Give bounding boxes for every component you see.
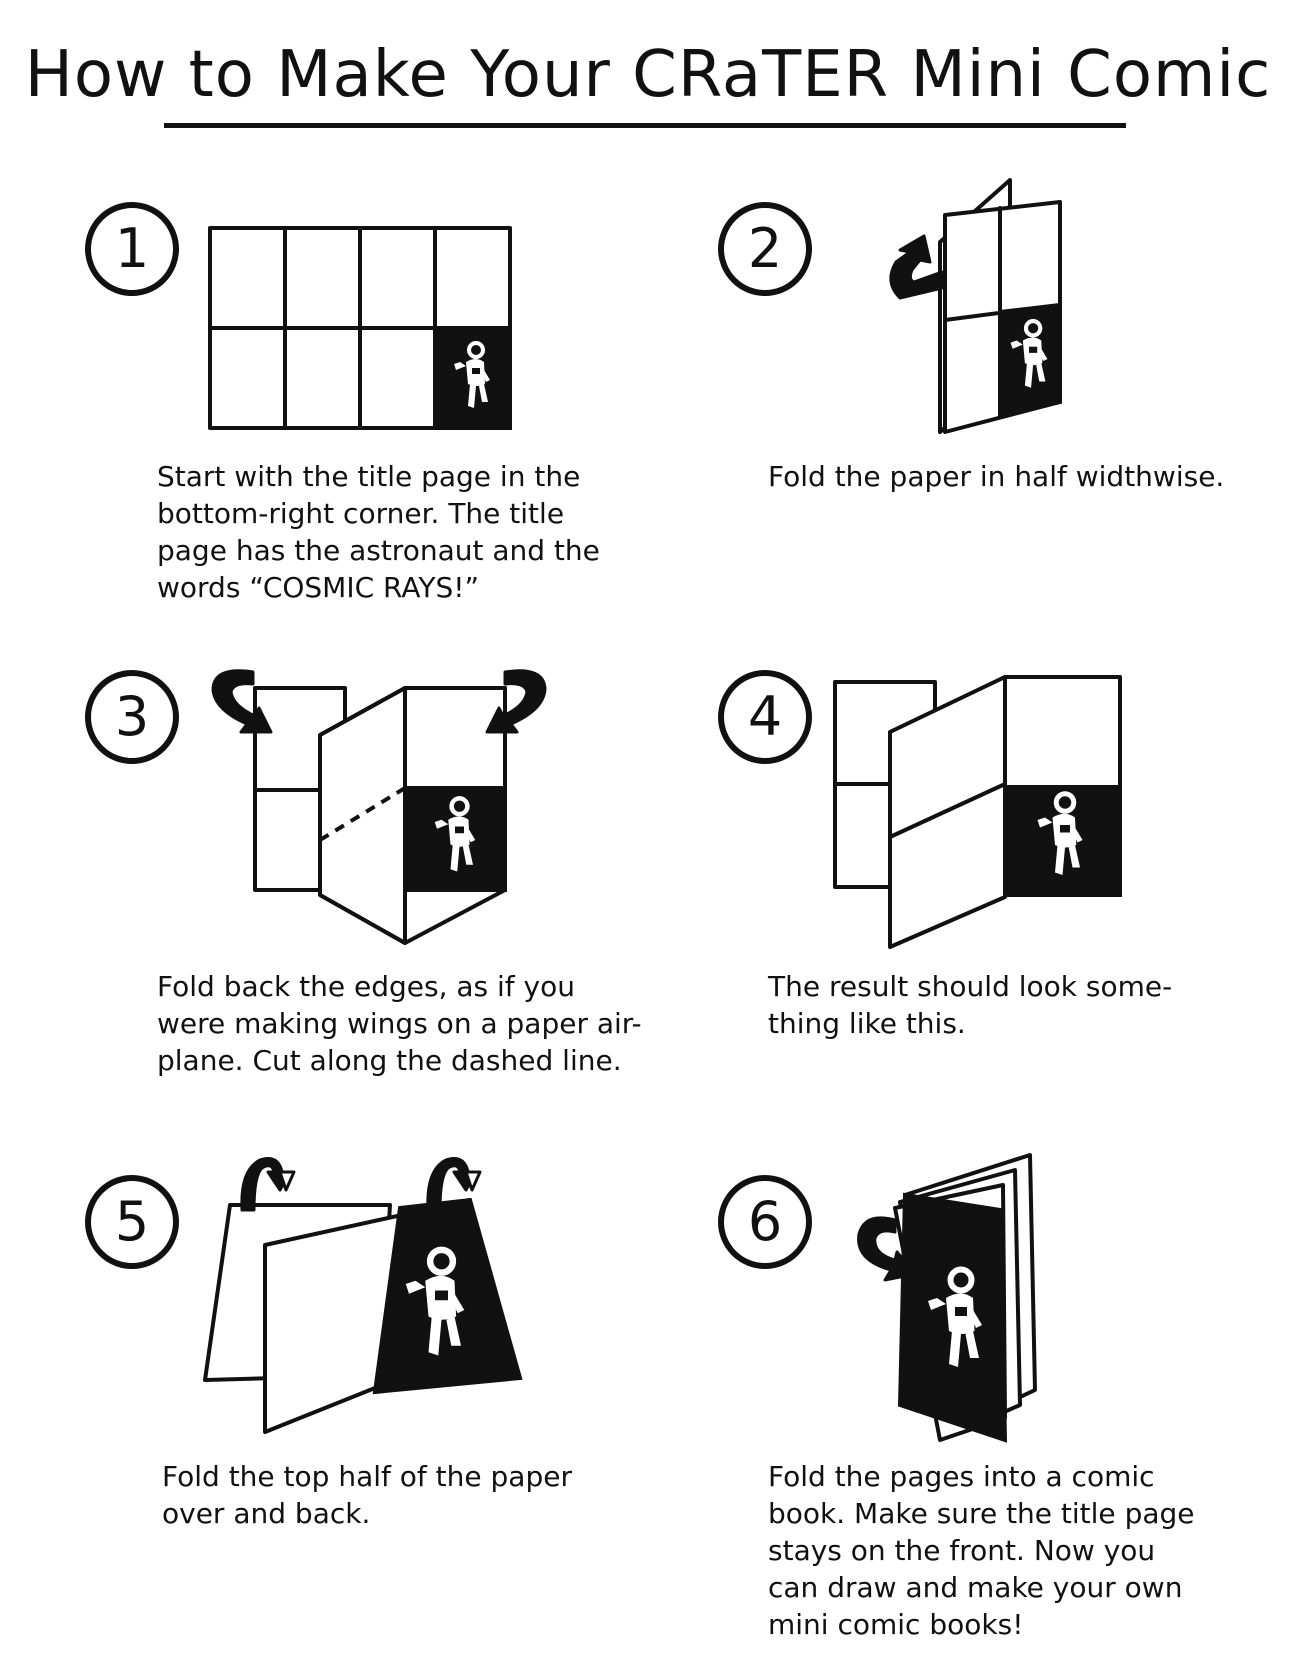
- step-2-illustration: [889, 178, 1062, 434]
- step-1-caption: Start with the title page in the bottom-…: [157, 460, 600, 604]
- step-1-illustration: [208, 226, 512, 430]
- step-4-illustration: [833, 675, 1122, 949]
- step-6-caption: Fold the pages into a comic book. Make s…: [768, 1460, 1195, 1641]
- step-4-caption: The result should look some- thing like …: [768, 970, 1173, 1040]
- curved-arrow-icon: [211, 669, 273, 734]
- curved-arrow-icon: [889, 234, 944, 300]
- step-2-number: 2: [718, 202, 812, 296]
- step-2-caption: Fold the paper in half widthwise.: [768, 460, 1225, 493]
- step-3-number: 3: [85, 670, 179, 764]
- step-4-number: 4: [718, 670, 812, 764]
- step-5-number: 5: [85, 1175, 179, 1269]
- curved-arrow-icon: [426, 1157, 478, 1212]
- curved-arrow-icon: [485, 669, 547, 734]
- step-3-illustration: [211, 669, 547, 945]
- step-1-number: 1: [85, 202, 179, 296]
- page-title: How to Make Your CRaTER Mini Comic: [24, 38, 1272, 112]
- step-5-illustration: [203, 1157, 523, 1434]
- step-6-number: 6: [718, 1175, 812, 1269]
- step-3-caption: Fold back the edges, as if you were maki…: [157, 970, 642, 1077]
- step-5-caption: Fold the top half of the paper over and …: [162, 1460, 572, 1530]
- curved-arrow-icon: [857, 1216, 917, 1282]
- step-6-illustration: [857, 1153, 1037, 1443]
- title-underline: [164, 123, 1126, 128]
- curved-arrow-icon: [240, 1157, 292, 1212]
